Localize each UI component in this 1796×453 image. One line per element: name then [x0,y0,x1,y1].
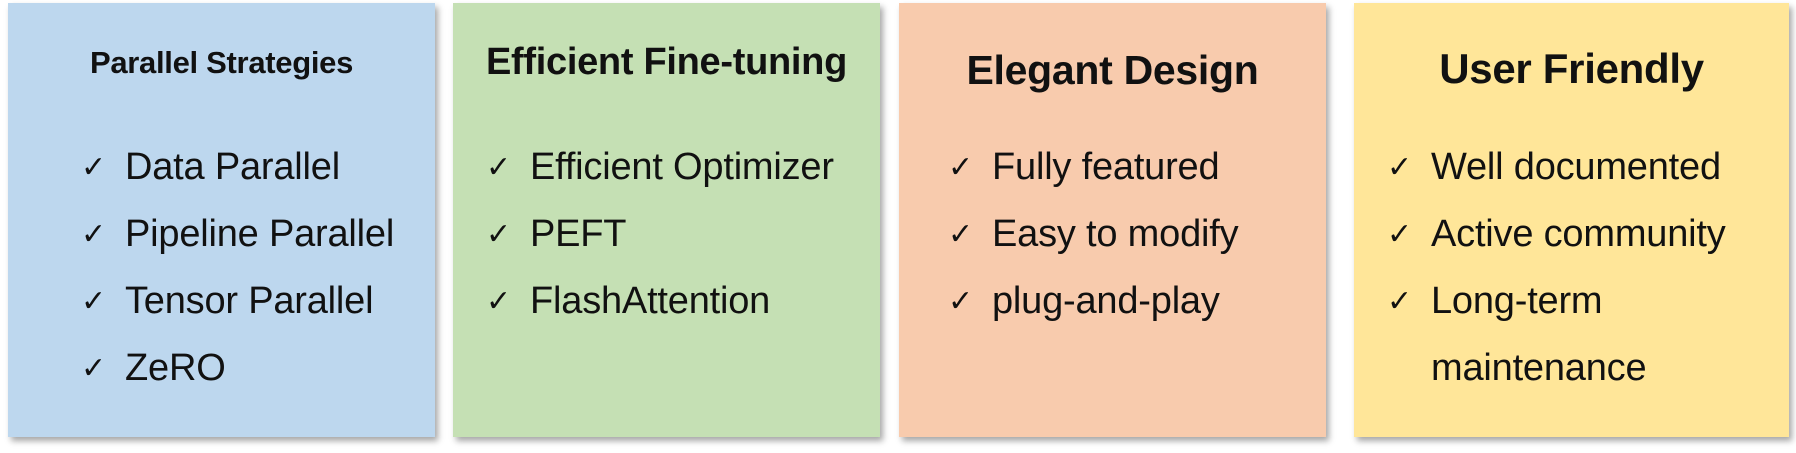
card-title: User Friendly [1439,45,1704,92]
feature-label: FlashAttention [530,280,771,322]
feature-item: ✓ Easy to modify [948,201,1239,268]
card-elegant-design: Elegant Design ✓ Fully featured ✓ Easy t… [899,3,1326,437]
checkmark-icon: ✓ [81,284,107,319]
feature-label: Efficient Optimizer [530,146,834,188]
checkmark-icon: ✓ [1387,150,1413,185]
checkmark-icon: ✓ [486,217,512,252]
card-title: Parallel Strategies [89,45,354,80]
feature-label: PEFT [530,213,627,255]
checkmark-icon: ✓ [486,150,512,185]
feature-label: Well documented [1431,146,1721,188]
card-efficient-fine-tuning: Efficient Fine-tuning ✓ Efficient Optimi… [453,3,880,437]
feature-item: ✓ Well documented [1387,134,1771,201]
checkmark-icon: ✓ [81,351,107,386]
feature-item: ✓ Pipeline Parallel [81,201,394,268]
feature-list: ✓ Data Parallel ✓ Pipeline Parallel ✓ Te… [81,134,394,402]
card-parallel-strategies: Parallel Strategies ✓ Data Parallel ✓ Pi… [8,3,435,437]
feature-item: ✓ Active community [1387,201,1771,268]
feature-label: Data Parallel [125,146,340,188]
feature-item: ✓ Long-term maintenance [1387,268,1771,402]
feature-label: ZeRO [125,347,226,389]
feature-item: ✓ Efficient Optimizer [486,134,834,201]
checkmark-icon: ✓ [1387,284,1413,319]
feature-label: Tensor Parallel [125,280,374,322]
card-title: Elegant Design [966,47,1259,93]
feature-list: ✓ Well documented ✓ Active community ✓ L… [1387,134,1771,402]
checkmark-icon: ✓ [81,217,107,252]
feature-list: ✓ Efficient Optimizer ✓ PEFT ✓ FlashAtte… [486,134,834,335]
feature-label: Pipeline Parallel [125,213,395,255]
checkmark-icon: ✓ [1387,217,1413,252]
feature-item: ✓ Data Parallel [81,134,394,201]
feature-item: ✓ ZeRO [81,335,394,402]
feature-label: Long-term maintenance [1431,280,1647,389]
card-title: Efficient Fine-tuning [486,41,847,83]
feature-item: ✓ Tensor Parallel [81,268,394,335]
feature-label: Easy to modify [992,213,1239,255]
checkmark-icon: ✓ [948,284,974,319]
checkmark-icon: ✓ [948,150,974,185]
feature-item: ✓ PEFT [486,201,834,268]
feature-label: Fully featured [992,146,1220,188]
checkmark-icon: ✓ [948,217,974,252]
card-user-friendly: User Friendly ✓ Well documented ✓ Active… [1354,3,1789,437]
feature-item: ✓ plug-and-play [948,268,1238,335]
feature-label: plug-and-play [992,280,1220,322]
feature-item: ✓ FlashAttention [486,268,834,335]
feature-list: ✓ Fully featured ✓ Easy to modify ✓ plug… [948,134,1239,335]
checkmark-icon: ✓ [486,284,512,319]
feature-label: Active community [1431,213,1726,255]
feature-item: ✓ Fully featured [948,134,1238,201]
checkmark-icon: ✓ [81,150,107,185]
